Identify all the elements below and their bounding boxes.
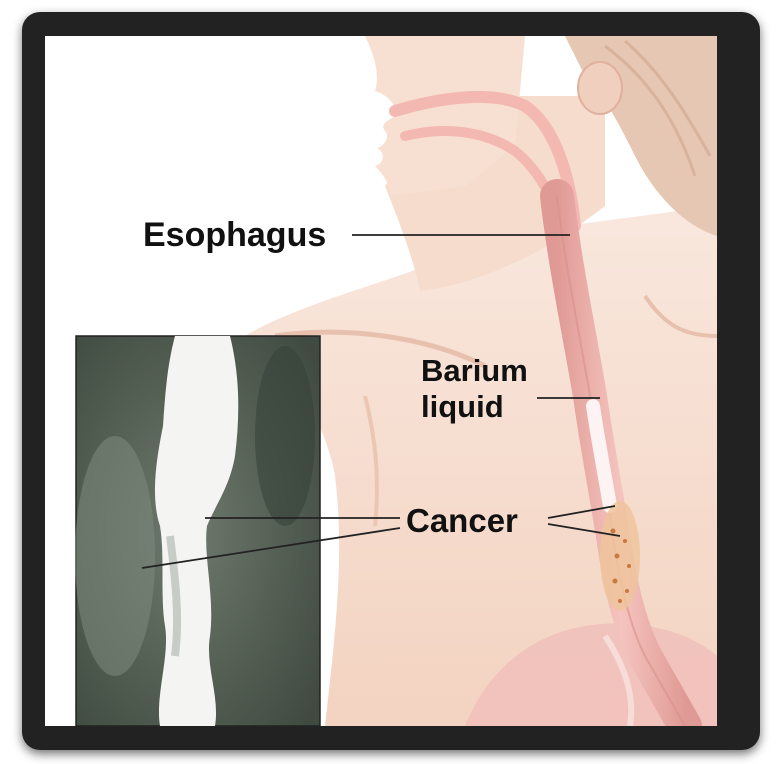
ear <box>578 62 622 114</box>
barium-xray-inset <box>75 336 320 726</box>
cancer-label: Cancer <box>406 502 518 539</box>
esophagus-label: Esophagus <box>143 216 326 254</box>
tumor-region <box>600 501 640 611</box>
barium-label-line1: Barium <box>421 353 528 388</box>
barium-label-line2: liquid <box>421 389 504 424</box>
diagram-canvas: Esophagus Barium liquid Cancer <box>45 36 717 726</box>
esophagus-illustration: Esophagus Barium liquid Cancer <box>45 36 717 726</box>
